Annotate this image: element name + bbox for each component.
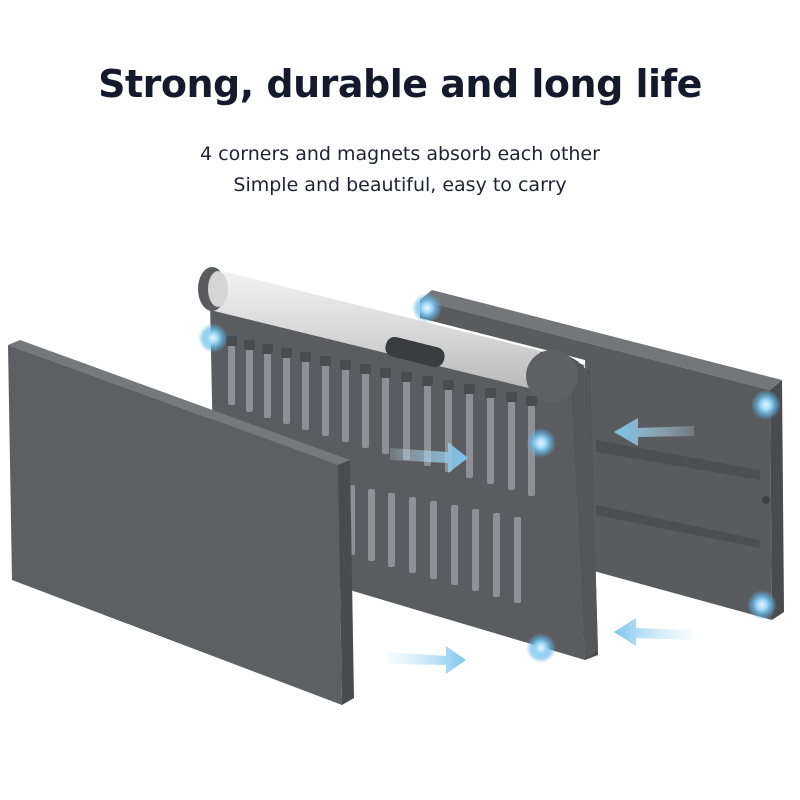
subtitle-line-1: 4 corners and magnets absorb each other (200, 143, 600, 165)
back-cover-panel (420, 290, 784, 620)
subtitle-line-2: Simple and beautiful, easy to carry (233, 174, 567, 196)
arrow-left-icon (614, 418, 694, 646)
front-cover-panel (8, 340, 354, 705)
arrow-right-icon (388, 442, 468, 674)
product-illustration (8, 267, 784, 705)
magnet-icon (198, 293, 781, 663)
page-title: Strong, durable and long life (98, 62, 702, 106)
